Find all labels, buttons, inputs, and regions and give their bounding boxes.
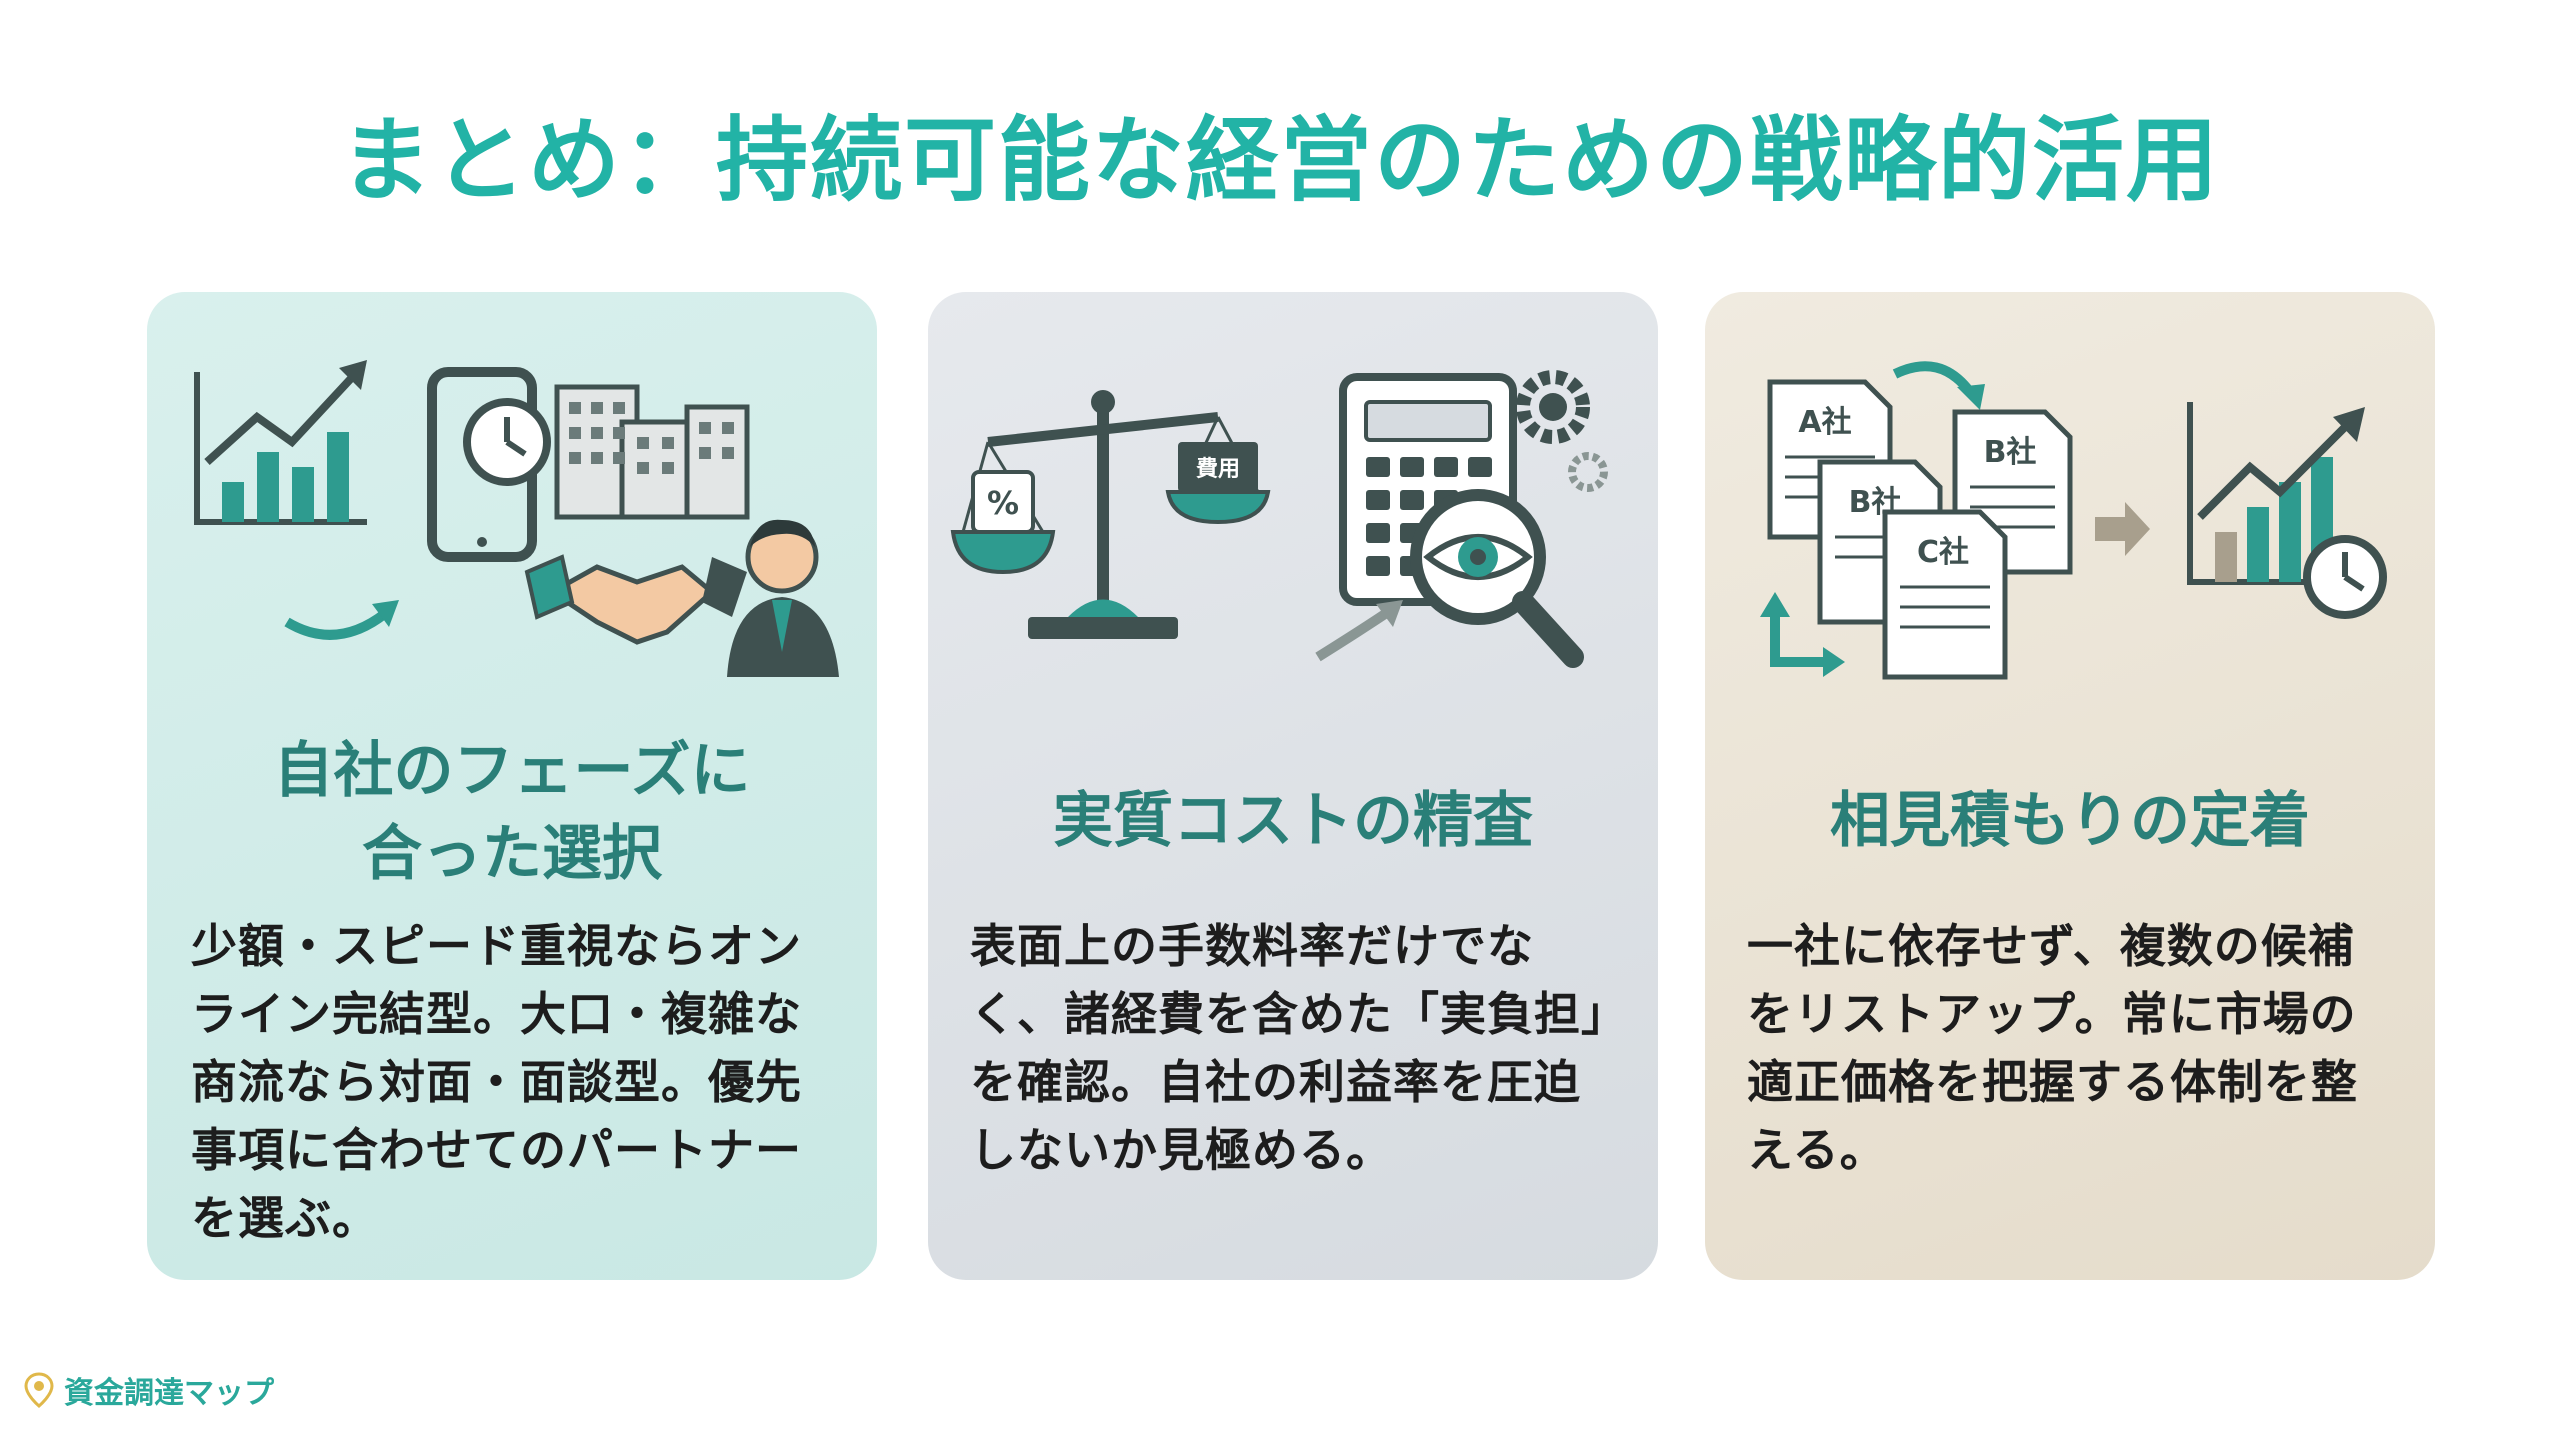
arrow-curve-icon <box>1760 361 1985 677</box>
growth-chart-icon <box>2187 402 2387 619</box>
card-title: 相見積もりの定着 <box>1830 786 2310 856</box>
balance-scale-icon: % 費用 <box>950 390 1271 639</box>
arrow-right-icon <box>2095 502 2150 556</box>
gear-icon <box>1516 370 1608 492</box>
arrow-curve-icon <box>1315 600 1403 662</box>
arrow-curve-icon <box>284 600 399 640</box>
card-title: 自社のフェーズに 合った選択 <box>273 736 751 889</box>
svg-text:C社: C社 <box>1917 535 1969 570</box>
documents-compare-illustration: A社 B社 B社 C社 <box>1760 361 2387 680</box>
handshake-icon <box>524 554 747 645</box>
svg-text:費用: 費用 <box>1196 457 1240 482</box>
brand-logo: 資金調達マップ <box>24 1368 274 1412</box>
map-pin-icon <box>24 1372 54 1408</box>
svg-text:B社: B社 <box>1984 435 2037 470</box>
document-icon: C社 <box>1882 509 2008 680</box>
card-body: 表面上の手数料率だけでなく、諸経費を含めた「実負担」を確認。自社の利益率を圧迫し… <box>970 919 1605 1177</box>
scale-calculator-illustration: % 費用 <box>950 370 1608 668</box>
growth-chart-icon <box>194 360 367 525</box>
card-body: 一社に依存せず、複数の候補をリストアップ。常に市場の適正価格を把握する体制を整え… <box>1747 919 2358 1177</box>
page-title: まとめ：持続可能な経営のための戦略的活用 <box>339 107 2220 214</box>
smartphone-clock-icon <box>427 367 551 562</box>
office-building-icon <box>554 384 750 520</box>
card-cost-review: % 費用 <box>928 292 1658 1280</box>
businessman-icon <box>727 519 839 677</box>
growth-phone-partner-illustration <box>194 360 839 677</box>
brand-name: 資金調達マップ <box>64 1376 274 1411</box>
card-body: 少額・スピード重視ならオンライン完結型。大口・複雑な商流なら対面・面談型。優先事… <box>191 919 802 1245</box>
card-title: 実質コストの精査 <box>1053 786 1533 856</box>
card-quotation: A社 B社 B社 C社 <box>1705 292 2435 1280</box>
card-phase-selection: 自社のフェーズに 合った選択 少額・スピード重視ならオンライン完結型。大口・複雑… <box>147 292 877 1280</box>
magnifier-eye-icon <box>1410 489 1584 668</box>
svg-text:%: % <box>987 484 1019 522</box>
svg-text:A社: A社 <box>1798 405 1851 440</box>
